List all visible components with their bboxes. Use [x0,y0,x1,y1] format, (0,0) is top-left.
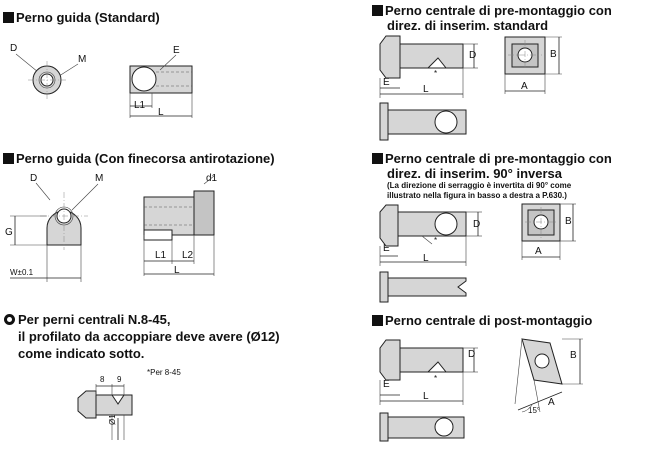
label-L: L [423,253,429,264]
label-d1: d1 [206,173,218,184]
bullet-square-icon [372,5,383,16]
label-E: E [383,379,390,390]
title-text: Perno centrale di post-montaggio [385,313,593,328]
label-A: A [548,397,555,408]
label-B: B [565,216,572,227]
label-L: L [423,391,429,402]
pre-90-note-2: illustrato nella figura in basso a destr… [387,191,567,200]
note-line-3: come indicato sotto. [18,346,145,361]
label-D: D [473,219,481,230]
bullet-square-icon [3,153,14,164]
section-title-pre-90-2: direz. di inserim. 90° inversa [387,166,562,181]
label-D: D [30,173,38,184]
label-L1: L1 [134,100,146,111]
label-D: D [468,349,476,360]
label-W: W±0.1 [10,268,34,277]
bullet-square-icon [372,315,383,326]
label-L: L [423,84,429,95]
title-line-1: Perno centrale di pre-montaggio con [385,151,612,166]
label-L1: L1 [155,250,167,261]
label-B: B [550,49,557,60]
section-title-post: Perno centrale di post-montaggio [372,313,592,328]
section-title-guide-rot: Perno guida (Con finecorsa antirotazione… [3,151,275,166]
bullet-square-icon [372,153,383,164]
title-line-1: Perno centrale di pre-montaggio con [385,3,612,18]
bullet-square-icon [3,12,14,23]
label-B: B [570,350,577,361]
title-text: Perno guida (Con finecorsa antirotazione… [16,151,275,166]
title-text: Perno guida (Standard) [16,10,160,25]
dim-9: 9 [117,375,122,384]
label-E: E [383,243,390,254]
label-D: D [10,43,18,54]
note-line-1: Per perni centrali N.8-45, [18,312,171,327]
label-A: A [521,81,528,92]
pre-90-note-1: (La direzione di serraggio è invertita d… [387,181,572,190]
label-L2: L2 [182,250,194,261]
label-M: M [95,173,104,184]
label-G: G [5,227,13,238]
label-E: E [383,77,390,88]
section-title-pre-90: Perno centrale di pre-montaggio con [372,151,612,166]
label-E: E [173,45,180,56]
note-line-2: il profilato da accoppiare deve avere (Ø… [18,329,280,344]
label-M: M [78,54,87,65]
dim-per: *Per 8-45 [147,368,181,377]
label-angle: 15° [528,406,541,415]
section-title-guide-std: Perno guida (Standard) [3,10,160,25]
section-title-pre-std: Perno centrale di pre-montaggio con [372,3,612,18]
label-star: * [434,69,438,78]
label-star: * [434,236,438,245]
label-A: A [535,246,542,257]
label-L: L [174,265,180,276]
section-title-pre-std-2: direz. di inserim. standard [387,18,549,33]
label-star: * [434,374,438,383]
dim-8: 8 [100,375,105,384]
label-L: L [158,107,164,118]
note-icon [4,314,15,325]
label-D: D [469,50,477,61]
